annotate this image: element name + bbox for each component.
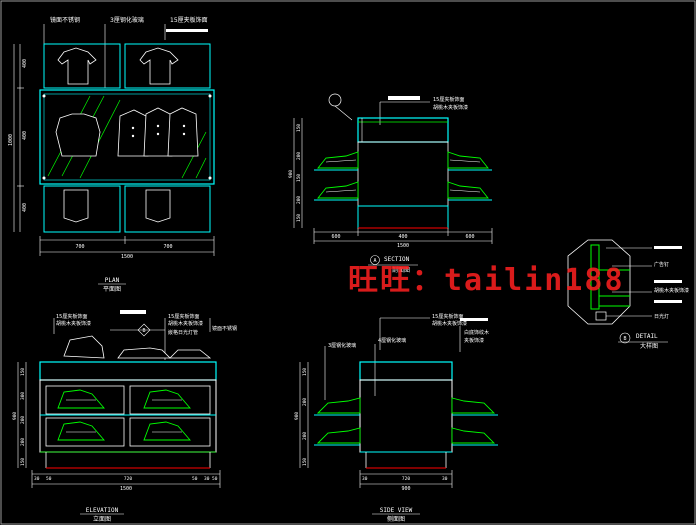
plan-bottom-left-cell: [43, 185, 121, 233]
plan-top-right-cell: [124, 43, 211, 89]
plan-top-left-cell: [43, 43, 121, 89]
section-dim-total-height: 900: [288, 170, 294, 178]
side-note-4: 4厘钢化玻璃: [378, 337, 406, 344]
plan-subtitle: 平面图: [103, 286, 121, 293]
section-note-2: 胡桃木夹板饰漆: [433, 104, 468, 111]
elevation-subtitle: 立面图: [93, 515, 111, 523]
elevation-title-bar: [120, 310, 146, 314]
section-marker: A: [373, 258, 376, 264]
detail-subtitle: 大样图: [640, 342, 658, 350]
section-dim-bottom-3: 600: [465, 234, 474, 240]
elevation-note-6: 镜面不锈钢: [212, 325, 237, 332]
elevation-dim-bottom-3: 720: [124, 476, 132, 482]
side-dim-left-2: 200: [302, 398, 308, 406]
elevation-dim-left-4: 200: [20, 438, 26, 446]
section-dim-bottom-1: 600: [331, 234, 340, 240]
watermark-text: 旺旺：tailin188: [348, 263, 625, 298]
plan-dim-left-2: 400: [22, 131, 28, 140]
plan-dim-total-height: 1000: [8, 134, 14, 146]
section-subtitle: 剖面图: [392, 266, 410, 274]
detail-note-2: 胡桃木夹板饰漆: [654, 287, 689, 294]
detail-marker: B: [623, 336, 626, 342]
side-note-3: 3厘钢化玻璃: [328, 342, 356, 349]
plan-bottom-right-cell: [124, 185, 211, 233]
elevation-dim-left-1: 150: [20, 368, 26, 376]
plan-dim-bottom-1: 700: [75, 244, 84, 250]
elevation-dim-left-5: 150: [20, 458, 26, 466]
plan-title-bar: [166, 29, 208, 32]
side-dim-bottom-3: 30: [442, 476, 448, 482]
side-title: SIDE VIEW: [380, 507, 413, 514]
plan-dim-bottom-2: 700: [163, 244, 172, 250]
elevation-dim-left-3: 200: [20, 416, 26, 424]
side-dim-left-1: 150: [302, 368, 308, 376]
elevation-dim-bottom-2: 50: [46, 476, 52, 482]
detail-title: DETAIL: [636, 333, 658, 340]
side-dim-total-height: 900: [294, 412, 300, 420]
elevation-dim-total-width: 1500: [120, 486, 132, 492]
plan-dim-left-1: 400: [22, 59, 28, 68]
side-note-5: 白底饰纹木: [464, 329, 489, 336]
elevation-title: ELEVATION: [86, 507, 119, 514]
section-dim-bottom-2: 400: [398, 234, 407, 240]
side-subtitle: 侧面图: [387, 515, 405, 523]
section-view: 15厘夹板饰面 胡桃木夹板饰漆: [288, 93, 493, 274]
detail-callout-outline: [567, 239, 631, 325]
elevation-note-1: 15厘夹板饰面: [56, 313, 87, 320]
side-dim-left-4: 150: [302, 458, 308, 466]
section-dim-left-4: 200: [296, 196, 302, 204]
side-note-2: 胡桃木夹板饰漆: [432, 320, 467, 327]
side-dim-bottom-1: 30: [362, 476, 368, 482]
plan-view: 镜面不锈钢 3厘钢化玻璃 15厘夹板饰面: [8, 16, 215, 293]
plan-note-1: 镜面不锈钢: [50, 16, 80, 24]
elevation-view: B 15厘夹板饰面 胡桃木夹板饰漆 15厘夹板饰面 胡桃木夹板饰漆 嵌格日光灯管…: [12, 310, 237, 523]
section-dim-left-3: 150: [296, 174, 302, 182]
elevation-marker: B: [142, 328, 145, 334]
detail-view: 广告钉 胡桃木夹板饰漆 日光灯 B DETAIL 大样图: [567, 239, 689, 350]
section-note-1: 15厘夹板饰面: [433, 96, 464, 103]
elevation-note-3: 15厘夹板饰面: [168, 313, 199, 320]
elevation-dim-total-height: 900: [12, 412, 18, 420]
side-dim-total-width: 900: [401, 486, 410, 492]
section-dim-total-width: 1500: [397, 243, 409, 249]
plan-dim-left-3: 400: [22, 203, 28, 212]
elevation-dim-bottom-4: 50: [192, 476, 198, 482]
side-top-box: [359, 361, 453, 381]
side-body: [359, 379, 453, 453]
section-dim-left-2: 200: [296, 152, 302, 160]
elevation-dim-left-2: 300: [20, 392, 26, 400]
section-dim-left-5: 150: [296, 214, 302, 222]
plan-title: PLAN: [105, 277, 120, 284]
side-note-6: 夹板饰漆: [464, 337, 484, 344]
plan-note-2: 3厘钢化玻璃: [110, 16, 144, 24]
elevation-note-5: 嵌格日光灯管: [168, 329, 198, 336]
section-title-bar: [388, 96, 420, 100]
side-note-1: 15厘夹板饰面: [432, 313, 463, 320]
elevation-dim-bottom-5: 30: [204, 476, 210, 482]
section-dim-left-1: 150: [296, 124, 302, 132]
elevation-top-box: [39, 361, 217, 381]
elevation-dim-bottom-6: 50: [212, 476, 218, 482]
side-view: 15厘夹板饰面 胡桃木夹板饰漆 3厘钢化玻璃 4厘钢化玻璃 白底饰纹木 夹板饰漆: [294, 313, 498, 523]
plan-note-3: 15厘夹板饰面: [170, 16, 208, 24]
section-title: SECTION: [384, 256, 410, 263]
plan-dim-total-width: 1500: [121, 254, 133, 260]
detail-note-1: 广告钉: [654, 261, 669, 268]
side-dim-bottom-2: 720: [402, 476, 410, 482]
elevation-note-4: 胡桃木夹板饰漆: [168, 320, 203, 327]
plan-glass-top: [39, 89, 215, 185]
elevation-cabinet: [39, 379, 217, 453]
elevation-dim-bottom-1: 30: [34, 476, 40, 482]
side-dim-left-3: 200: [302, 432, 308, 440]
elevation-note-2: 胡桃木夹板饰漆: [56, 320, 91, 327]
detail-note-3: 日光灯: [654, 313, 669, 320]
